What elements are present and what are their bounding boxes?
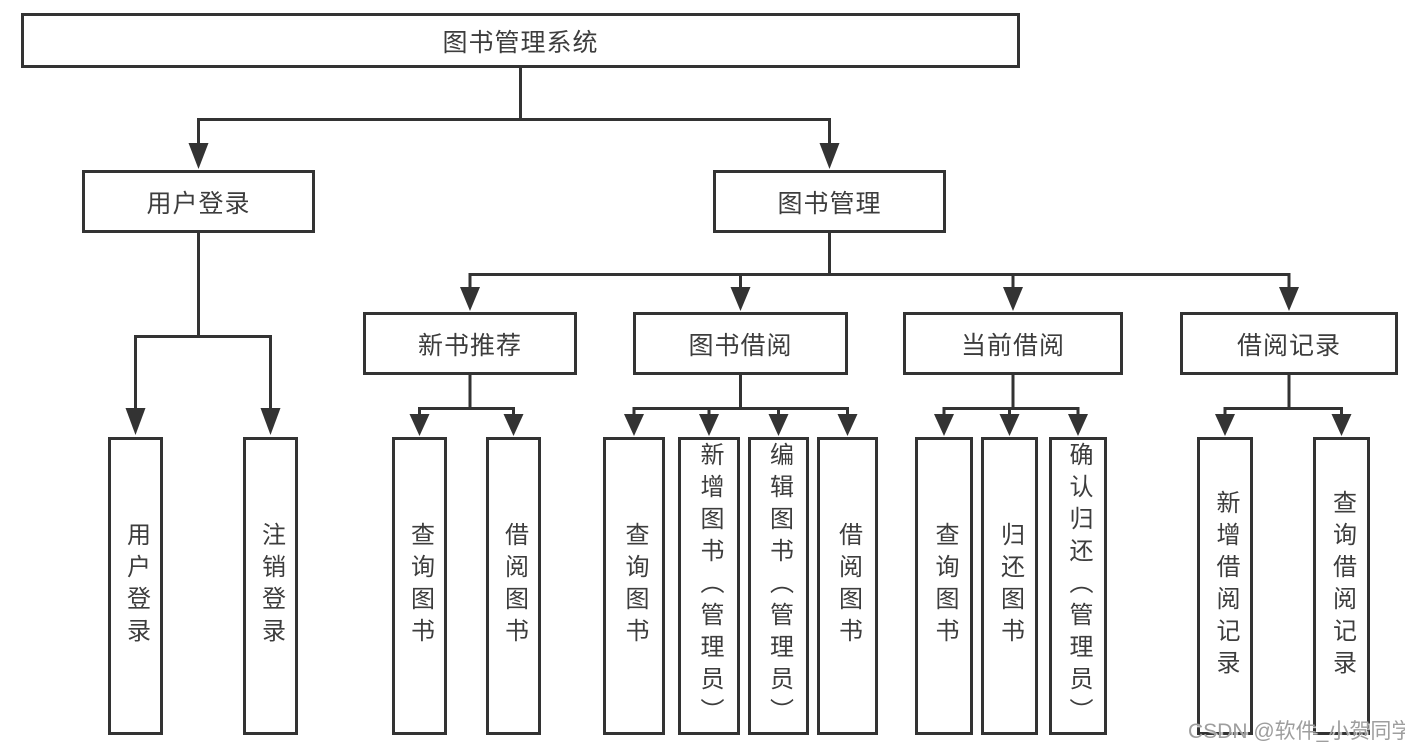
node-root-label: 图书管理系统 <box>442 28 599 57</box>
node-leaf-current-query: 查询图书 <box>915 437 973 735</box>
node-leaf-current-confirm-label: 确认归还（管理员） <box>1065 442 1092 730</box>
node-user-login: 用户登录 <box>82 170 315 233</box>
node-borrow-records-label: 借阅记录 <box>1236 331 1341 360</box>
node-book-mgmt-label: 图书管理 <box>777 189 882 218</box>
node-leaf-borrow-borrow: 借阅图书 <box>817 437 878 735</box>
node-leaf-borrow-add-label: 新增图书（管理员） <box>696 442 723 730</box>
watermark-text: CSDN @软件_小贺同学 <box>1188 720 1405 743</box>
node-root: 图书管理系统 <box>21 13 1020 68</box>
node-leaf-borrow-borrow-label: 借阅图书 <box>834 522 862 650</box>
node-leaf-current-confirm: 确认归还（管理员） <box>1049 437 1107 735</box>
node-new-book-rec: 新书推荐 <box>363 312 577 375</box>
node-leaf-records-add: 新增借阅记录 <box>1197 437 1253 735</box>
node-current-borrow-label: 当前借阅 <box>960 331 1065 360</box>
node-leaf-current-query-label: 查询图书 <box>931 522 958 650</box>
node-leaf-borrow-query-label: 查询图书 <box>621 522 648 650</box>
node-leaf-logout: 注销登录 <box>243 437 298 735</box>
node-leaf-newbook-borrow: 借阅图书 <box>486 437 541 735</box>
node-leaf-records-query-label: 查询借阅记录 <box>1328 490 1356 682</box>
node-leaf-newbook-query-label: 查询图书 <box>406 522 434 650</box>
node-leaf-logout-label: 注销登录 <box>257 522 285 650</box>
node-borrow-records: 借阅记录 <box>1180 312 1398 375</box>
node-leaf-current-return: 归还图书 <box>981 437 1038 735</box>
node-leaf-current-return-label: 归还图书 <box>996 522 1024 650</box>
node-book-mgmt: 图书管理 <box>713 170 946 233</box>
node-book-borrow: 图书借阅 <box>633 312 848 375</box>
node-leaf-records-query: 查询借阅记录 <box>1313 437 1370 735</box>
node-leaf-user-login: 用户登录 <box>108 437 163 735</box>
node-leaf-newbook-borrow-label: 借阅图书 <box>500 522 528 650</box>
node-new-book-rec-label: 新书推荐 <box>417 331 522 360</box>
node-user-login-label: 用户登录 <box>146 189 251 218</box>
node-leaf-user-login-label: 用户登录 <box>122 522 150 650</box>
node-leaf-borrow-query: 查询图书 <box>603 437 665 735</box>
node-leaf-borrow-edit-label: 编辑图书（管理员） <box>765 442 793 730</box>
node-leaf-records-add-label: 新增借阅记录 <box>1212 490 1239 682</box>
node-leaf-borrow-edit: 编辑图书（管理员） <box>748 437 809 735</box>
node-current-borrow: 当前借阅 <box>903 312 1123 375</box>
node-leaf-newbook-query: 查询图书 <box>392 437 447 735</box>
node-book-borrow-label: 图书借阅 <box>688 331 793 360</box>
node-leaf-borrow-add: 新增图书（管理员） <box>678 437 740 735</box>
